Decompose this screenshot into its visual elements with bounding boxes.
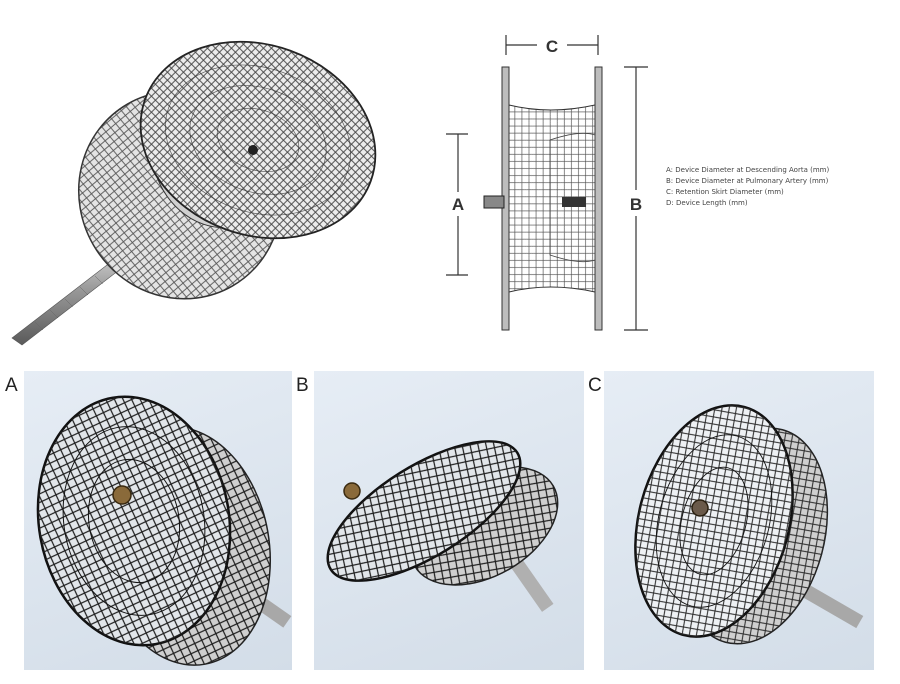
front-disc: [139, 40, 377, 240]
panel-b-photo: [314, 371, 584, 670]
hub-screw-icon: [112, 485, 132, 505]
panel-c-letter: C: [588, 375, 602, 396]
legend-item: A: Device Diameter at Descending Aorta (…: [666, 166, 830, 174]
panel-b-letter: B: [296, 375, 309, 396]
dimension-a-label: A: [452, 195, 464, 214]
hub-screw-icon: [343, 482, 361, 500]
panel-a-letter: A: [5, 375, 18, 396]
panel-a-photo: [24, 371, 292, 670]
dimension-c-line: [505, 35, 599, 55]
center-hub: [248, 145, 258, 155]
legend-item: B: Device Diameter at Pulmonary Artery (…: [666, 177, 829, 185]
dimension-b-label: B: [630, 195, 642, 214]
panel-c-photo: [604, 371, 874, 670]
device-side-view: [483, 66, 603, 331]
dimension-legend: A: Device Diameter at Descending Aorta (…: [666, 165, 891, 209]
dimension-b-line: [624, 66, 648, 331]
device-3d-illustration: [0, 0, 400, 350]
dimension-a-line: [446, 133, 468, 276]
dimension-c-label: C: [546, 37, 558, 56]
schematic-diagram: C A B: [430, 20, 660, 340]
legend-item: D: Device Length (mm): [666, 199, 748, 207]
legend-item: C: Retention Skirt Diameter (mm): [666, 188, 784, 196]
hub-screw-icon: [691, 499, 709, 517]
